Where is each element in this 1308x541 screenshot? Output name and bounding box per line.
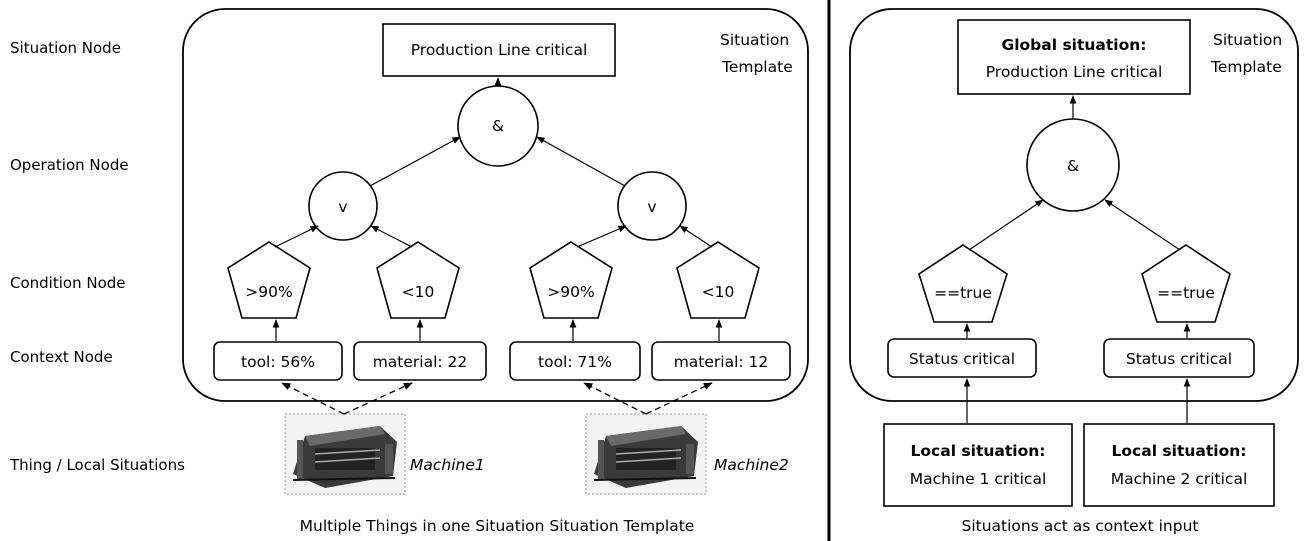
left-context-node-4 — [651, 341, 791, 381]
edge-cond2-to-or1 — [370, 225, 413, 248]
right-template-label-line2: Template — [1210, 58, 1282, 76]
machine-2-image — [585, 413, 707, 495]
machine-1-image — [284, 413, 406, 495]
row-label-situation-node: Situation Node — [10, 39, 121, 57]
dashed-link-machine2-material — [645, 382, 713, 415]
left-template-label-line2: Template — [721, 58, 793, 76]
left-situation-node — [382, 23, 616, 77]
left-context-node-1 — [213, 341, 343, 381]
left-context-node-3 — [509, 341, 641, 381]
dashed-link-machine1-tool — [281, 382, 345, 415]
right-global-situation-line1: Global situation: — [1002, 36, 1147, 54]
right-local-situation-1-line2: Machine 1 critical — [910, 470, 1047, 488]
left-context-label-2: material: 22 — [373, 353, 468, 371]
right-condition-label-2: ==true — [1157, 284, 1215, 302]
left-and-label: & — [492, 117, 504, 135]
right-local-situation-1-line1: Local situation: — [911, 442, 1046, 460]
right-context-node-2 — [1103, 338, 1255, 378]
left-condition-node-3 — [529, 241, 613, 319]
left-context-label-4: material: 12 — [674, 353, 769, 371]
left-condition-node-1 — [227, 241, 311, 319]
dashed-link-machine1-material — [343, 382, 413, 415]
right-local-situation-2 — [1083, 423, 1275, 507]
right-condition-node-1 — [918, 244, 1008, 323]
dashed-link-machine2-tool — [583, 382, 647, 415]
left-condition-node-2 — [376, 241, 460, 319]
left-condition-node-4 — [676, 241, 760, 319]
row-label-thing-local-situations: Thing / Local Situations — [9, 456, 185, 474]
right-context-label-1: Status critical — [909, 350, 1015, 368]
right-condition-node-2 — [1141, 244, 1231, 323]
edge-cond3-to-or2 — [576, 225, 627, 248]
edge-or1-to-and — [369, 136, 461, 187]
right-global-situation-node — [957, 19, 1191, 95]
right-template-label-line1: Situation — [1213, 31, 1282, 49]
left-template-label-line1: Situation — [720, 31, 789, 49]
right-context-label-2: Status critical — [1126, 350, 1232, 368]
edge-cond1-to-or1 — [274, 225, 319, 248]
edge-or2-to-and — [536, 136, 626, 187]
right-local-situation-2-line2: Machine 2 critical — [1111, 470, 1248, 488]
left-condition-label-4: <10 — [702, 283, 735, 301]
left-condition-label-1: >90% — [245, 283, 292, 301]
row-label-condition-node: Condition Node — [10, 274, 126, 292]
right-local-situation-2-line1: Local situation: — [1112, 442, 1247, 460]
edge-cond4-to-or2 — [679, 225, 713, 248]
right-and-label: & — [1067, 157, 1079, 175]
left-condition-label-3: >90% — [547, 283, 594, 301]
row-label-operation-node: Operation Node — [10, 156, 129, 174]
machine-2-label: Machine2 — [714, 456, 789, 474]
left-condition-label-2: <10 — [402, 283, 435, 301]
left-context-node-2 — [353, 341, 487, 381]
edge-right-cond2-to-and — [1104, 199, 1181, 251]
left-caption: Multiple Things in one Situation Situati… — [300, 517, 695, 535]
row-label-context-node: Context Node — [10, 348, 113, 366]
left-or-label-1: v — [338, 198, 347, 216]
right-local-situation-1 — [883, 423, 1073, 507]
right-caption: Situations act as context input — [962, 517, 1199, 535]
right-condition-label-1: ==true — [934, 284, 992, 302]
edge-right-cond1-to-and — [968, 199, 1044, 251]
machine-1-label: Machine1 — [410, 456, 485, 474]
right-context-node-1 — [887, 338, 1037, 378]
left-or-label-2: v — [647, 198, 656, 216]
right-global-situation-line2: Production Line critical — [986, 63, 1163, 81]
left-or-node-2 — [617, 171, 687, 241]
left-template-frame — [182, 8, 809, 402]
left-situation-label: Production Line critical — [411, 41, 588, 59]
left-context-label-3: tool: 71% — [538, 353, 612, 371]
left-context-label-1: tool: 56% — [241, 353, 315, 371]
left-or-node-1 — [308, 171, 378, 241]
